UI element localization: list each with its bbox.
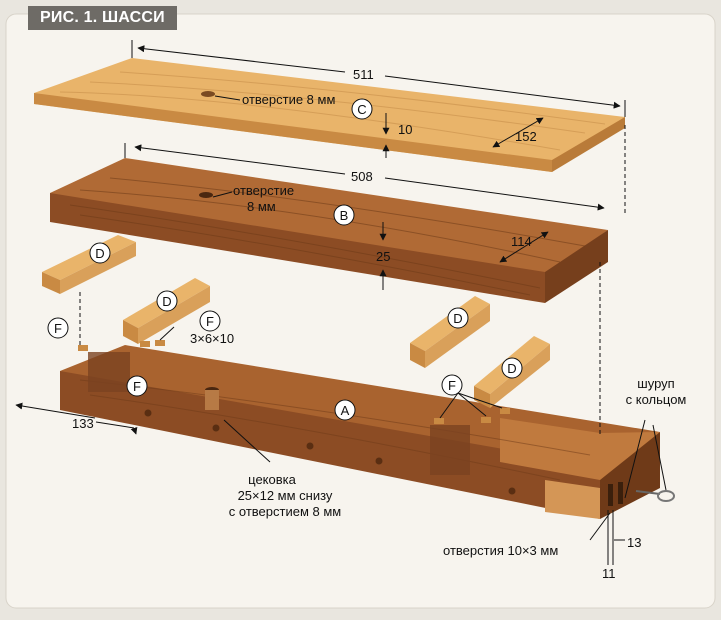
dim-508: 508 <box>351 169 373 184</box>
label-hole-b-line1: отверстие <box>233 183 294 198</box>
part-f-text: F <box>133 379 141 394</box>
dim-tab: 3×6×10 <box>190 331 234 346</box>
part-label-a: A <box>334 399 356 421</box>
board-b <box>50 158 608 303</box>
dim-152: 152 <box>515 129 537 144</box>
dim-511: 511 <box>353 67 374 82</box>
label-hole-c: отверстие 8 мм <box>242 92 335 107</box>
part-f-text: F <box>448 378 456 393</box>
base-hole-icon <box>375 457 383 465</box>
dimension-lines <box>15 40 626 565</box>
part-d-text: D <box>95 246 104 261</box>
label-counterbore-line2: 25×12 мм снизу <box>238 488 333 503</box>
part-label-c: C <box>351 98 373 120</box>
dim-11: 11 <box>602 566 616 581</box>
part-d-text: D <box>507 361 516 376</box>
dim-13: 13 <box>627 535 641 550</box>
dim-10: 10 <box>398 122 412 137</box>
part-label-f-2: F <box>199 310 221 332</box>
board-c <box>34 58 625 172</box>
label-counterbore-line1: цековка <box>248 472 296 487</box>
screw-eye-icon <box>635 490 675 502</box>
base-a <box>60 345 660 519</box>
base-hole-icon <box>212 424 220 432</box>
hole-c-icon <box>201 91 215 97</box>
label-screw-line2: с кольцом <box>626 392 687 407</box>
leader-lines <box>159 95 667 541</box>
tab-f <box>78 340 510 424</box>
part-c-text: C <box>357 102 366 117</box>
part-d-text: D <box>162 294 171 309</box>
base-hole-icon <box>508 487 516 495</box>
base-hole-icon <box>144 409 152 417</box>
base-hole-icon <box>306 442 314 450</box>
part-f-text: F <box>206 314 214 329</box>
figure-title: РИС. 1. ШАССИ <box>28 6 177 30</box>
block-d-1 <box>42 235 136 294</box>
part-label-d-3: D <box>447 307 469 329</box>
label-hole-b-line2: 8 мм <box>247 199 276 214</box>
part-label-f-4: F <box>441 374 463 396</box>
part-b-text: B <box>340 208 349 223</box>
part-label-f-1: F <box>47 317 69 339</box>
part-label-f-3: F <box>126 375 148 397</box>
part-label-d-1: D <box>89 242 111 264</box>
dim-133: 133 <box>72 416 94 431</box>
part-label-d-4: D <box>501 357 523 379</box>
part-a-text: A <box>341 403 350 418</box>
part-d-text: D <box>453 311 462 326</box>
label-counterbore-line3: с отверстием 8 мм <box>229 504 342 519</box>
part-f-text: F <box>54 321 62 336</box>
hole-b-icon <box>199 192 213 198</box>
label-holes-10x3: отверстия 10×3 мм <box>443 543 558 558</box>
part-label-b: B <box>333 204 355 226</box>
label-screw-line1: шуруп <box>637 376 674 391</box>
dim-114: 114 <box>511 234 532 249</box>
part-label-d-2: D <box>156 290 178 312</box>
dim-25: 25 <box>376 249 390 264</box>
